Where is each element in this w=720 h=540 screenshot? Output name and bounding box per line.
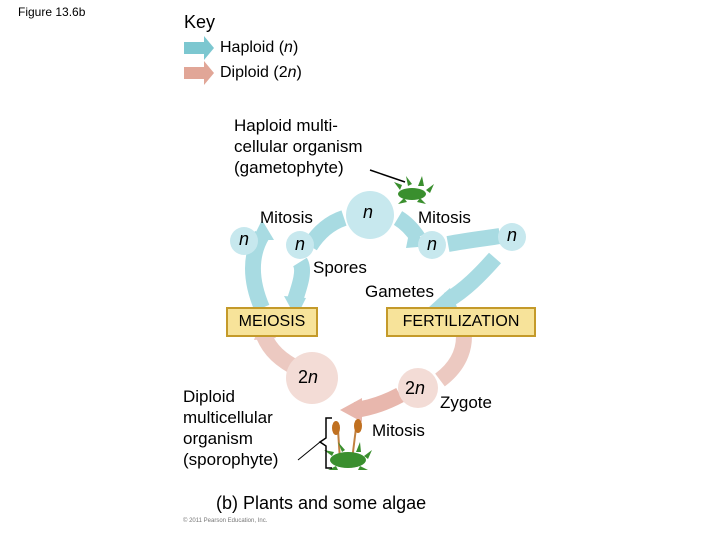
gametophyte-pointer	[369, 169, 406, 183]
meiosis-box: MEIOSIS	[226, 307, 318, 337]
zygote-cell	[398, 368, 438, 408]
spore-cell	[286, 231, 314, 259]
gametophyte-plant-icon	[394, 176, 434, 204]
key-diploid-label: Diploid (2n)	[220, 64, 302, 81]
2n-symbol-sporophyte: 2n	[298, 367, 319, 387]
n-symbol-gamete-right: n	[507, 225, 518, 245]
sporophyte-cell	[286, 352, 338, 404]
mitosis-left-label: Mitosis	[260, 208, 313, 227]
n-symbol-spore-left: n	[239, 229, 250, 249]
mitosis-right-label: Mitosis	[418, 208, 471, 227]
mitosis-bottom-label: Mitosis	[372, 421, 425, 440]
sporophyte-label: Diploid multicellular organism (sporophy…	[183, 387, 279, 469]
n-symbol-spore: n	[295, 234, 306, 254]
n-symbol-gametophyte: n	[363, 202, 374, 222]
haploid-arc-right-down	[443, 252, 501, 307]
haploid-arrow-right-down	[428, 288, 458, 310]
figure-caption: (b) Plants and some algae	[216, 493, 427, 513]
gametophyte-label: Haploid multi- cellular organism (gameto…	[234, 116, 363, 177]
spores-label: Spores	[313, 258, 367, 277]
key-title: Key	[184, 12, 216, 32]
gamete-cell	[418, 231, 446, 259]
haploid-arrow-left-up	[252, 220, 274, 240]
zygote-label: Zygote	[440, 393, 492, 412]
fertilization-box: FERTILIZATION	[386, 307, 536, 337]
haploid-arc-left-down	[287, 257, 311, 303]
gamete-cell-right	[498, 223, 526, 251]
sporophyte-plant-icon	[324, 419, 372, 470]
diploid-arrow-bottom	[340, 398, 362, 422]
sporophyte-pointer	[297, 441, 321, 461]
haploid-arc-top-left	[303, 210, 347, 251]
gametophyte-cell	[346, 191, 394, 239]
haploid-arc-right	[446, 228, 502, 252]
copyright-notice: © 2011 Pearson Education, Inc.	[183, 518, 268, 524]
key-haploid-label: Haploid (n)	[220, 39, 299, 56]
key-diploid-arrow	[184, 61, 214, 85]
figure-label: Figure 13.6b	[18, 5, 86, 19]
n-symbol-gamete: n	[427, 234, 438, 254]
gametes-label: Gametes	[365, 282, 434, 301]
key-haploid-arrow	[184, 36, 214, 60]
2n-symbol-zygote: 2n	[405, 378, 426, 398]
spore-cell-left	[230, 227, 258, 255]
haploid-arc-left	[245, 230, 270, 312]
